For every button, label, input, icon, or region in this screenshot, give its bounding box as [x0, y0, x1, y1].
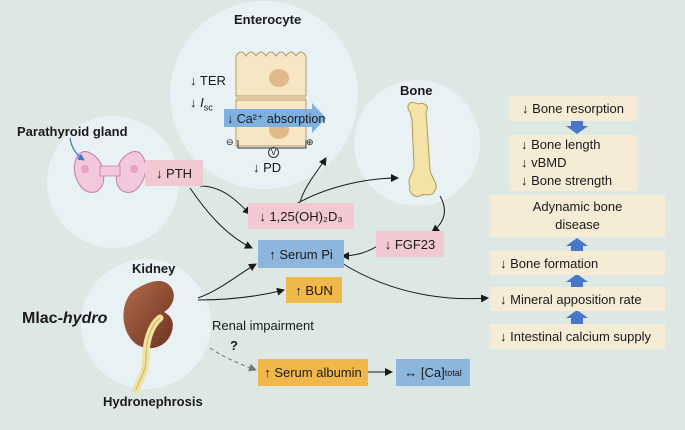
hydronephrosis-label: Hydronephrosis	[103, 394, 203, 409]
kidney-illustration	[123, 281, 174, 394]
kidney-to-bun-arrow	[197, 287, 285, 301]
cascade-arrow-up-2	[566, 274, 588, 288]
intestinal-calcium-box: ↓ Intestinal calcium supply	[490, 324, 665, 349]
parathyroid-circle	[47, 116, 179, 248]
ca-absorption-label: ↓ Ca²⁺ absorption	[227, 112, 326, 126]
ter-label: ↓ TER	[190, 73, 226, 88]
mlac-hydro-label: Mlac-hydro	[22, 310, 108, 327]
pth-to-pi-arrow	[189, 187, 253, 249]
serum-pi-box: ↑ Serum Pi	[258, 240, 344, 268]
pd-label: ↓ PD	[253, 160, 282, 175]
kidney-label: Kidney	[132, 261, 176, 276]
cascade-arrow-up-3	[566, 310, 588, 324]
adynamic-bone-disease-box: Adynamic bone disease	[490, 195, 665, 237]
bone-resorption-box: ↓ Bone resorption	[509, 96, 637, 121]
minus-sign: ⊖	[226, 137, 234, 147]
bone-strength-text: ↓ Bone strength	[521, 173, 613, 188]
pth-to-vitd-arrow	[199, 185, 251, 215]
vbmd-text: ↓ vBMD	[521, 155, 567, 170]
cascade-arrow-down	[566, 120, 588, 134]
adynamic-line-2: disease	[555, 217, 600, 232]
vitd-to-enterocyte-arrow	[299, 157, 327, 203]
parathyroid-pointer	[69, 137, 85, 161]
question-mark: ?	[230, 338, 238, 353]
bone-illustration	[407, 101, 437, 197]
bun-box: ↑ BUN	[286, 277, 342, 303]
vitd-to-bone-arrow	[295, 174, 399, 205]
parathyroid-label: Parathyroid gland	[17, 124, 128, 139]
fgf23-box: ↓ FGF23	[376, 231, 444, 257]
adynamic-line-1: Adynamic bone	[532, 199, 623, 214]
pth-box: ↓ PTH	[145, 160, 203, 186]
ca-absorption-arrow-shape	[224, 103, 326, 133]
bone-length-text: ↓ Bone length	[521, 137, 601, 152]
renal-impairment-label: Renal impairment	[212, 318, 314, 333]
fgf23-to-pi-arrow	[341, 243, 381, 260]
pd-voltage-symbol: V	[268, 147, 279, 158]
cascade-arrows	[566, 120, 588, 324]
enterocyte-cells-illustration	[235, 51, 307, 147]
mineral-apposition-box: ↓ Mineral apposition rate	[490, 287, 665, 311]
serum-albumin-box: ↑ Serum albumin	[258, 359, 368, 386]
isc-label: ↓ Isc	[190, 95, 213, 113]
cascade-arrow-up-1	[566, 238, 588, 252]
bone-label: Bone	[400, 83, 433, 98]
ca-total-box: ↔ [Ca]total	[396, 359, 470, 386]
pi-to-cascade-arrow	[339, 261, 489, 303]
bone-to-fgf23-arrow	[431, 195, 445, 233]
enterocyte-label: Enterocyte	[234, 12, 302, 27]
plus-sign: ⊕	[306, 137, 314, 147]
bone-length-group-box: ↓ Bone length ↓ vBMD ↓ Bone strength	[509, 135, 637, 191]
parathyroid-illustration	[73, 151, 147, 193]
vitd-box: ↓ 1,25(OH)₂D₃	[248, 203, 354, 229]
kidney-to-pi-arrow	[197, 263, 257, 299]
bone-formation-box: ↓ Bone formation	[490, 251, 665, 275]
